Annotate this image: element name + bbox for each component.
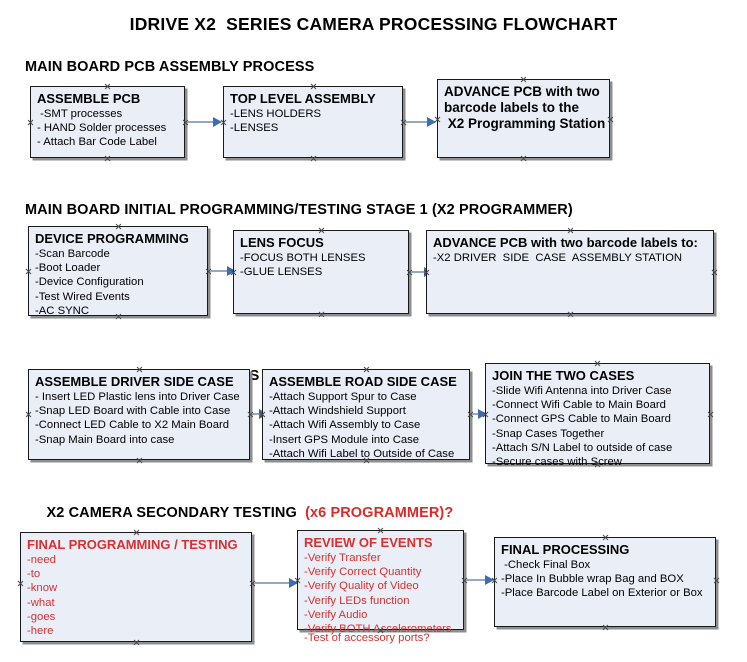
node-join-the-two-cases[interactable]: JOIN THE TWO CASES -Slide Wifi Antenna i… (485, 363, 710, 468)
node-line: -FOCUS BOTH LENSES (240, 252, 366, 264)
node-line: -Attach Support Spur to Case (269, 391, 417, 403)
node-line: -LENSES (230, 122, 279, 135)
arrow-head-icon (478, 409, 487, 419)
node-line: -Verify BOTH Accelerometers (304, 623, 452, 636)
node-line: -here (27, 625, 54, 638)
node-title: DEVICE PROGRAMMING (35, 231, 189, 246)
node-line: -Verify LEDs function (304, 594, 410, 607)
node-line: -LENS HOLDERS (230, 108, 322, 120)
arrow-head-icon (427, 117, 436, 127)
section-heading-accent: (x6 PROGRAMMER)? (305, 505, 454, 521)
node-title: FINAL PROGRAMMING / TESTING (27, 537, 238, 552)
node-assemble-pcb[interactable]: ASSEMBLE PCB -SMT processes - HAND Solde… (30, 86, 185, 158)
connector-arrow (254, 578, 298, 588)
node-line: -Insert GPS Module into Case (269, 433, 420, 446)
node-line: - Attach Bar Code Label (37, 136, 157, 149)
node-assemble-road-side-case[interactable]: ASSEMBLE ROAD SIDE CASE -Attach Support … (262, 369, 470, 460)
node-line: -Attach Wifi Label to Outside of Case (269, 447, 455, 460)
connector-arrow (466, 575, 494, 585)
node-line: -Test Wired Events (35, 290, 130, 303)
node-line: -need (27, 554, 56, 566)
node-title: ASSEMBLE PCB (37, 91, 141, 106)
node-line: -AC SYNC (35, 304, 89, 317)
node-title: ASSEMBLE ROAD SIDE CASE (269, 374, 457, 389)
node-title: ADVANCE PCB with two barcode labels to: (433, 235, 698, 250)
node-title: ASSEMBLE DRIVER SIDE CASE (35, 374, 234, 389)
node-line: -goes (27, 610, 56, 623)
node-line: -Slide Wifi Antenna into Driver Case (492, 385, 672, 397)
node-line: -Secure cases with Screw (492, 456, 622, 469)
node-title-line3: X2 Programming Station (444, 116, 606, 131)
node-line: -Verify Transfer (304, 552, 381, 564)
section-heading-x2-camera-secondary-testing: X2 CAMERA SECONDARY TESTING (x6 PROGRAMM… (30, 489, 454, 537)
node-final-processing[interactable]: FINAL PROCESSING -Check Final Box -Place… (494, 537, 716, 627)
node-line: -Connect Wifi Cable to Main Board (492, 399, 666, 412)
node-review-of-events[interactable]: REVIEW OF EVENTS -Verify Transfer -Verif… (297, 530, 464, 644)
node-line: -Verify Quality of Video (304, 580, 419, 593)
node-line: -Place In Bubble wrap Bag and BOX (501, 573, 684, 586)
node-title: TOP LEVEL ASSEMBLY (230, 91, 376, 106)
node-line: -Boot Loader (35, 262, 101, 275)
node-line: -what (27, 596, 55, 609)
node-final-programming-testing[interactable]: FINAL PROGRAMMING / TESTING -need -to -k… (20, 532, 252, 642)
arrow-head-icon (213, 117, 222, 127)
node-line: -Attach Windshield Support (269, 405, 406, 418)
node-line: -Verify Audio (304, 608, 368, 621)
node-device-programming[interactable]: DEVICE PROGRAMMING -Scan Barcode -Boot L… (28, 226, 208, 317)
connector-arrow (210, 266, 236, 276)
node-line: -Device Configuration (35, 276, 144, 289)
arrow-head-icon (289, 578, 298, 588)
node-line: -Scan Barcode (35, 248, 110, 260)
node-lens-focus[interactable]: LENS FOCUS -FOCUS BOTH LENSES -GLUE LENS… (233, 230, 409, 314)
node-advance-pcb-programming-station[interactable]: ADVANCE PCB with two barcode labels to t… (437, 79, 610, 158)
node-line: -to (27, 568, 41, 581)
node-line: -Connect GPS Cable to Main Board (492, 413, 671, 426)
node-title: FINAL PROCESSING (501, 542, 630, 557)
node-line: - Insert LED Plastic lens into Driver Ca… (35, 391, 240, 403)
node-line: -Check Final Box (501, 559, 591, 571)
node-line: -SMT processes (37, 108, 123, 120)
node-line: -Snap Cases Together (492, 427, 605, 440)
section-heading-main-board-pcb-assembly: MAIN BOARD PCB ASSEMBLY PROCESS (25, 59, 315, 75)
section-heading-main-board-initial-programming: MAIN BOARD INITIAL PROGRAMMING/TESTING S… (25, 202, 573, 218)
section-heading-text: X2 CAMERA SECONDARY TESTING (46, 505, 306, 521)
node-line: -Verify Correct Quantity (304, 566, 422, 579)
node-line: -X2 DRIVER SIDE CASE ASSEMBLY STATION (433, 252, 683, 264)
node-line: -Connect LED Cable to X2 Main Board (35, 419, 230, 432)
node-title: REVIEW OF EVENTS (304, 535, 433, 550)
node-title-line2: barcode labels to the (444, 100, 580, 115)
node-line: -know (27, 582, 58, 595)
node-top-level-assembly[interactable]: TOP LEVEL ASSEMBLY -LENS HOLDERS -LENSES (223, 86, 403, 158)
arrow-head-icon (485, 575, 494, 585)
node-title: ADVANCE PCB with two (444, 84, 600, 99)
node-overflow-line: -Test of accessory ports? (304, 632, 430, 644)
node-line: -Snap LED Board with Cable into Case (35, 405, 231, 418)
arrow-head-icon (227, 266, 236, 276)
node-line: - HAND Solder processes (37, 122, 167, 135)
node-line: -GLUE LENSES (240, 266, 323, 279)
node-assemble-driver-side-case[interactable]: ASSEMBLE DRIVER SIDE CASE - Insert LED P… (28, 369, 250, 460)
page-title: IDRIVE X2 SERIES CAMERA PROCESSING FLOWC… (129, 14, 618, 34)
node-title: JOIN THE TWO CASES (492, 368, 635, 383)
connector-arrow (187, 117, 222, 127)
node-line: -Snap Main Board into case (35, 433, 175, 446)
node-title: LENS FOCUS (240, 235, 324, 250)
connector-arrow (405, 117, 436, 127)
node-line: -Attach S/N Label to outside of case (492, 441, 673, 454)
connector-arrow (472, 409, 487, 419)
node-line: -Place Barcode Label on Exterior or Box (501, 587, 703, 600)
node-line: -Attach Wifi Assembly to Case (269, 419, 421, 432)
node-advance-pcb-driver-side[interactable]: ADVANCE PCB with two barcode labels to: … (426, 230, 714, 314)
